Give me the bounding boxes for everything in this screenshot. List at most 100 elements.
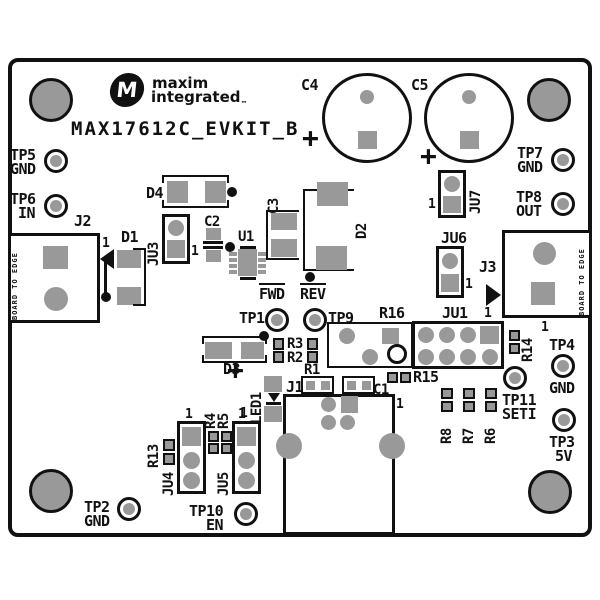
tp6-signal: IN xyxy=(18,204,36,222)
ju4-pin1: 1 xyxy=(185,407,193,422)
u1-outline-bottom xyxy=(240,277,256,280)
u1-pin1-dot xyxy=(225,242,235,252)
tp3-signal: 5V xyxy=(555,447,573,465)
d4-outline-bottom xyxy=(162,200,229,208)
tp2-label: TP2 xyxy=(84,498,110,516)
j1-label: J1 xyxy=(286,378,304,396)
ju3-pad-square xyxy=(167,240,185,258)
d4-pad-1 xyxy=(167,181,188,203)
led1-diode-symbol xyxy=(268,393,280,402)
trademark: ™ xyxy=(240,100,248,108)
testpoint-tp6 xyxy=(44,194,68,218)
ju3-label: JU3 xyxy=(146,242,162,266)
tp8-signal: OUT xyxy=(516,202,542,220)
ju1-pad xyxy=(418,349,434,365)
mounting-hole-bottom-left xyxy=(29,469,73,513)
testpoint-tp11 xyxy=(503,366,527,390)
d4-label: D4 xyxy=(146,184,164,202)
d1-outline xyxy=(133,248,146,306)
d3-label: D3 xyxy=(223,360,241,378)
ju1-label: JU1 xyxy=(442,304,468,322)
ju6-pad-round xyxy=(442,253,458,269)
capacitor-c4 xyxy=(322,73,412,163)
d1-pad-2 xyxy=(117,287,141,305)
c4-label: C4 xyxy=(301,76,319,94)
c2-plate-line-2 xyxy=(203,246,223,249)
u1-pin xyxy=(258,252,266,256)
ju5-pin1: 1 xyxy=(240,406,248,421)
c4-plus: + xyxy=(302,121,319,154)
c3-pad-1 xyxy=(271,213,297,230)
tp3-label: TP3 xyxy=(549,433,575,451)
c3-pad-2 xyxy=(271,239,297,257)
tp7-label: TP7 xyxy=(517,144,543,162)
r16-pad xyxy=(339,328,355,344)
d4-pad-2 xyxy=(205,181,226,203)
tp2-signal: GND xyxy=(84,512,110,530)
j1-pad xyxy=(340,415,355,430)
led1-pad-1 xyxy=(264,376,282,392)
r8-label: R8 xyxy=(439,428,455,444)
testpoint-tp4 xyxy=(551,354,575,378)
tp5-signal: GND xyxy=(10,160,36,178)
testpoint-tp2 xyxy=(117,497,141,521)
r4-pad xyxy=(208,431,219,442)
r5-pad xyxy=(221,431,232,442)
mounting-hole-top-left xyxy=(29,78,73,122)
testpoint-tp7 xyxy=(551,148,575,172)
r14-pad xyxy=(509,330,520,341)
c1-pad xyxy=(347,381,356,390)
j2-pad-square xyxy=(43,246,68,269)
ju6-pin1: 1 xyxy=(465,277,473,292)
tp6-label: TP6 xyxy=(10,190,36,208)
u1-pin xyxy=(229,258,237,262)
ju1-pad xyxy=(482,349,498,365)
r7-label: R7 xyxy=(461,428,477,444)
r8-pad xyxy=(441,401,453,412)
r4-pad xyxy=(208,443,219,454)
j3-pad-round xyxy=(533,242,556,265)
d2-pad-2 xyxy=(316,246,347,270)
j3-edge-text: BOARD TO EDGE xyxy=(578,248,586,316)
brand-line1: maxim xyxy=(152,74,209,92)
u1-pin xyxy=(258,258,266,262)
d2-label: D2 xyxy=(354,223,370,239)
j2-pad-round xyxy=(44,287,68,311)
r14-pin1: 1 xyxy=(541,320,549,335)
j2-edge-text: BOARD TO EDGE xyxy=(11,252,19,320)
ju7-label: JU7 xyxy=(468,190,484,214)
r2-pad xyxy=(307,351,318,363)
tp11-label: TP11 xyxy=(502,391,537,409)
j2-label: J2 xyxy=(74,212,92,230)
r16-label: R16 xyxy=(379,304,405,322)
testpoint-tp10 xyxy=(234,502,258,526)
j1-mount-pad-left xyxy=(276,433,302,459)
tp9-label: TP9 xyxy=(328,309,354,327)
ju5-pad-round xyxy=(238,452,255,469)
r2-label: R2 xyxy=(287,350,303,366)
testpoint-tp8 xyxy=(551,192,575,216)
r2-pad xyxy=(273,351,284,363)
testpoint-tp1 xyxy=(265,308,289,332)
r1-pad xyxy=(306,381,315,390)
r8-pad xyxy=(441,388,453,399)
j1-pad-square xyxy=(341,396,358,413)
ju5-pad-square xyxy=(237,427,256,446)
r6-label: R6 xyxy=(483,428,499,444)
c2-label: C2 xyxy=(204,214,220,230)
r15-pad xyxy=(400,372,411,383)
d1-lead-line xyxy=(104,260,107,298)
ju1-pad-square xyxy=(480,326,499,344)
c5-plus: + xyxy=(420,139,437,172)
j3-label: J3 xyxy=(479,258,497,276)
led1-pin1: 1 xyxy=(238,407,246,422)
c4-pad-square xyxy=(358,131,377,149)
u1-body xyxy=(238,249,257,276)
ju3-pin1: 1 xyxy=(191,244,199,259)
led1-cathode-bar xyxy=(266,402,281,405)
c2-plate-line-1 xyxy=(203,241,223,244)
j3-pad-square xyxy=(531,282,555,305)
ju1-pad xyxy=(460,349,476,365)
j1-pad xyxy=(321,397,336,412)
r16-pad-square xyxy=(382,328,399,344)
